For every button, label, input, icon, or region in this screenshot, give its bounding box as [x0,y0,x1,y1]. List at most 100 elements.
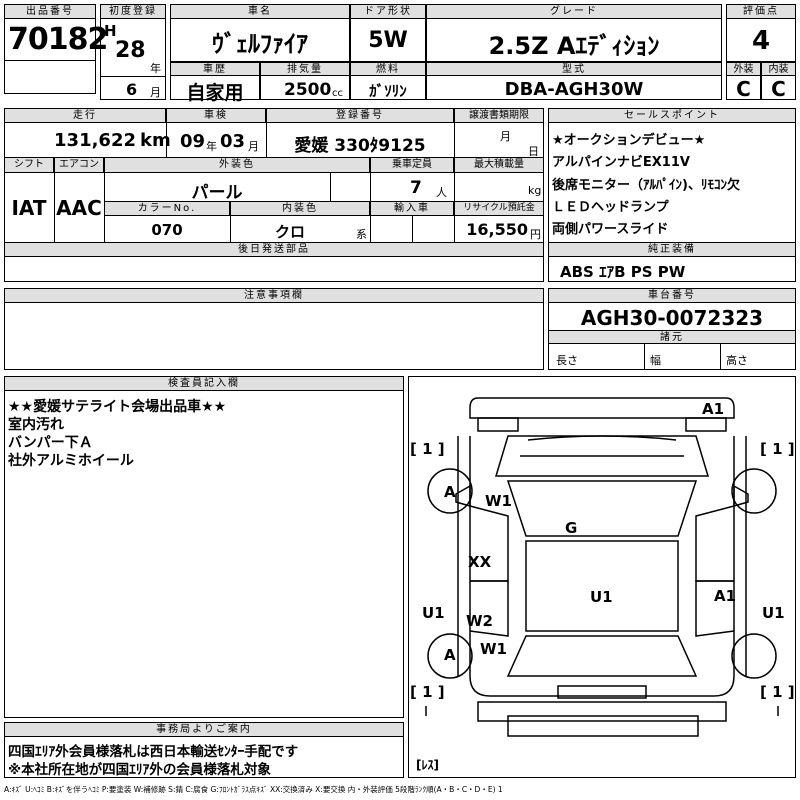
vline [54,157,55,242]
int-label: 内装 [761,62,796,76]
insp-month: 03 [220,131,246,152]
equipment-label: 純正装備 [548,242,796,257]
inspector-line: 室内汚れ [8,417,64,433]
transfer-month: 月 [500,130,511,143]
sales-line: 両側パワースライド [552,222,669,237]
damage-mark: G [565,519,578,537]
history-label: 車歴 [170,62,260,76]
car-name: ｳﾞｪﾙﾌｧｲｱ [212,30,308,58]
transfer-label: 譲渡書類期限 [454,108,544,123]
insp-month-unit: 月 [248,140,259,153]
door-label: ドア形状 [350,4,426,19]
damage-mark: U1 [762,604,785,622]
damage-mark: [ 1 ] [410,683,445,701]
insp-year: 09 [180,131,206,152]
import-divider [412,216,413,242]
recycle-value: 16,550 [466,220,528,239]
inspector-line: 社外アルミホイール [8,453,134,469]
damage-mark: A [444,646,456,664]
inspector-line: バンパー下Ａ [8,435,93,451]
vline [370,157,371,242]
spec-width: 幅 [650,354,661,367]
recycle-label: リサイクル預託金 [454,201,544,216]
cc-unit: cc [332,88,343,99]
insp-year-unit: 年 [206,140,217,153]
displacement-label: 排気量 [260,62,350,76]
history-value: 自家用 [186,82,244,104]
shift-label: シフト [4,157,54,173]
transfer-day: 日 [528,145,539,158]
km-unit: km [140,130,171,151]
int-color-unit: 系 [356,228,367,241]
reg-month: 6 [126,80,138,99]
spec-height: 高さ [726,354,748,367]
shift-value: IAT [11,196,47,220]
damage-mark: W1 [485,492,512,510]
office-line: 四国ｴﾘｱ外会員様落札は西日本輸送ｾﾝﾀｰ手配です [8,744,299,760]
mileage-value: 131,622 [54,130,136,151]
damage-mark: W1 [480,640,507,658]
legend: A:ｷｽﾞ U:ﾍｺﾐ B:ｷｽﾞを伴うﾍｺﾐ P:要塗装 W:補修跡 S:錆 … [4,785,503,794]
mileage-label: 走行 [4,108,166,123]
capacity-value: 7 [410,178,422,198]
ac-value: AAC [56,196,102,220]
model-label: 型式 [426,62,722,76]
office-line: ※本社所在地が四国ｴﾘｱ外の会員様落札対象 [8,762,271,778]
model-value: DBA-AGH30W [504,79,644,100]
era: H [104,22,117,40]
vline [166,108,167,157]
load-label: 最大積載量 [454,157,544,173]
spec-length: 長さ [556,354,578,367]
score-value: 4 [751,26,771,56]
color-label: 外装色 [104,157,370,173]
lot-label: 出品番号 [4,4,96,19]
damage-mark: [ 1 ] [410,440,445,458]
damage-mark: U1 [590,588,613,606]
reg-year: 28 [115,38,146,63]
vline [720,344,721,370]
sales-line: ★オークションデビュー★ [552,133,706,148]
damage-mark: [ 1 ] [760,440,795,458]
grade-label: グレード [426,4,722,19]
damage-mark: A1 [714,587,737,605]
car-name-label: 車名 [170,4,350,19]
int-color-label: 内装色 [230,201,370,216]
chassis-label: 車台番号 [548,288,796,303]
chassis-value: AGH30-0072323 [580,306,764,330]
reg-divider [100,76,166,77]
capacity-unit: 人 [436,186,447,199]
grade-value: 2.5Z Aｴﾃﾞｨｼｮﾝ [488,32,660,60]
damage-mark: W2 [466,612,493,630]
reg-year-unit: 年 [150,62,161,75]
sales-line: 後席モニター（ｱﾙﾊﾟｲﾝ)、ﾘﾓｺﾝ欠 [552,178,740,193]
diagram-box [408,376,796,778]
ext-value: C [736,77,751,101]
car-diagram [425,397,779,737]
damage-mark: [ﾚｽ] [416,758,439,772]
later-parts-label: 後日発送部品 [4,242,544,257]
sales-line: ＬＥＤヘッドランプ [552,200,669,215]
plate-value: 愛媛 330ﾀ9125 [294,136,426,156]
load-unit: kg [528,184,542,197]
color-divider [330,173,331,201]
vline [266,108,267,157]
sales-label: セールスポイント [548,108,796,123]
lot-number: 70182 [8,22,108,57]
capacity-label: 乗車定員 [370,157,454,173]
fuel-value: ｶﾞｿﾘﾝ [369,82,407,100]
inspector-line: ★★愛媛サテライト会場出品車★★ [8,399,227,415]
int-color-value: クロ [274,223,305,241]
color-value: パール [191,183,243,203]
equipment-value: ABS ｴｱB PS PW [560,263,686,281]
first-reg-label: 初度登録 [100,4,166,19]
vline [454,108,455,242]
inspector-box [4,376,404,718]
inspector-label: 検査員記入欄 [4,376,404,391]
ext-label: 外装 [726,62,761,76]
reg-month-unit: 月 [150,86,161,99]
office-label: 事務局よりご案内 [4,722,404,737]
vline [104,157,105,242]
displacement-value: 2500 [284,80,332,100]
plate-label: 登録番号 [266,108,454,123]
damage-mark: XX [468,553,492,571]
